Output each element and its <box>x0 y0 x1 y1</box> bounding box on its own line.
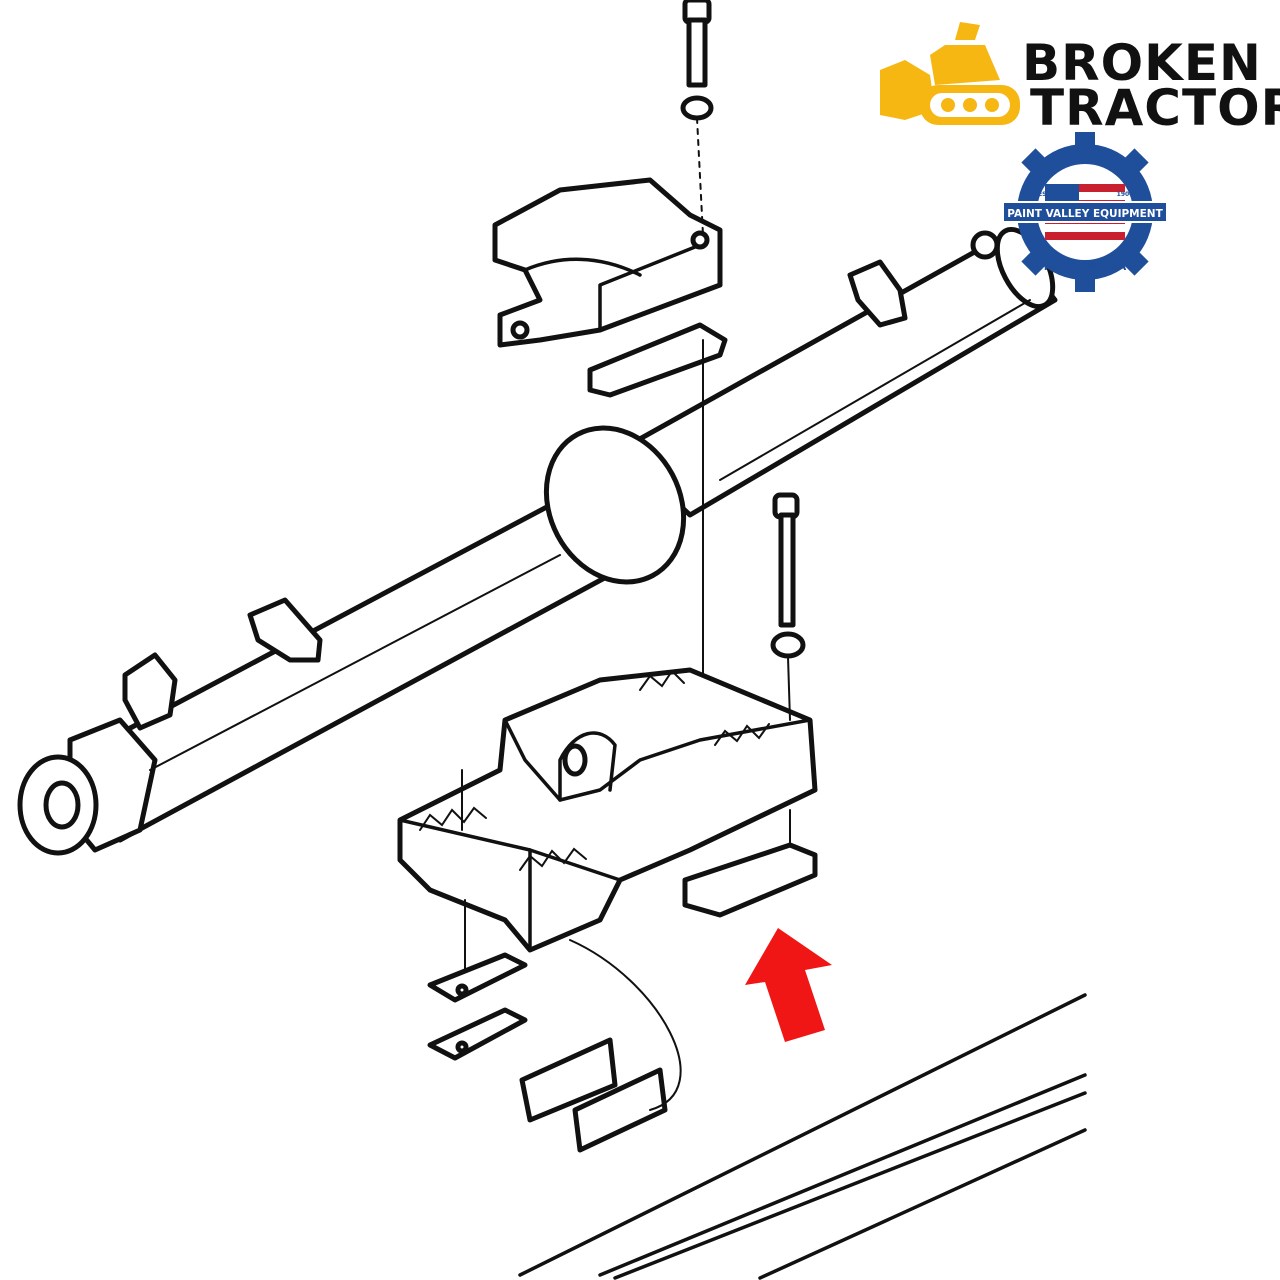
brand-logo: BROKEN TRACTOR <box>880 22 1280 137</box>
port-fitting <box>122 652 178 731</box>
red-arrow-icon <box>745 928 832 1042</box>
upper-shim <box>587 322 728 398</box>
seal-est-year: 1904 <box>1117 191 1134 198</box>
brand-name-line2: TRACTOR <box>1030 79 1280 137</box>
barrel-lug-rear <box>847 259 908 328</box>
bulldozer-icon <box>880 22 1020 125</box>
wear-pad <box>682 842 818 918</box>
side-bolt <box>770 492 806 846</box>
upper-saddle-cap <box>492 177 723 348</box>
hydraulic-cylinder <box>17 227 1058 856</box>
track-frame-rail <box>518 993 1087 1280</box>
made-in-usa-seal: PAINT VALLEY EQUIPMENT PROUDLY EST. 1904… <box>1002 132 1168 292</box>
top-bolt <box>680 0 714 741</box>
large-shims <box>519 939 682 1153</box>
barrel-lug-front <box>247 597 323 663</box>
seal-banner: PAINT VALLEY EQUIPMENT <box>1007 208 1163 220</box>
small-shims <box>427 952 528 1061</box>
brand-name-line1: BROKEN <box>1022 34 1262 92</box>
lower-mount-block <box>397 667 818 953</box>
seal-top-text: PROUDLY <box>1056 152 1114 165</box>
seal-est-label: EST. <box>1038 191 1052 198</box>
seal-bottom-text: MADE IN USA <box>1044 260 1127 273</box>
